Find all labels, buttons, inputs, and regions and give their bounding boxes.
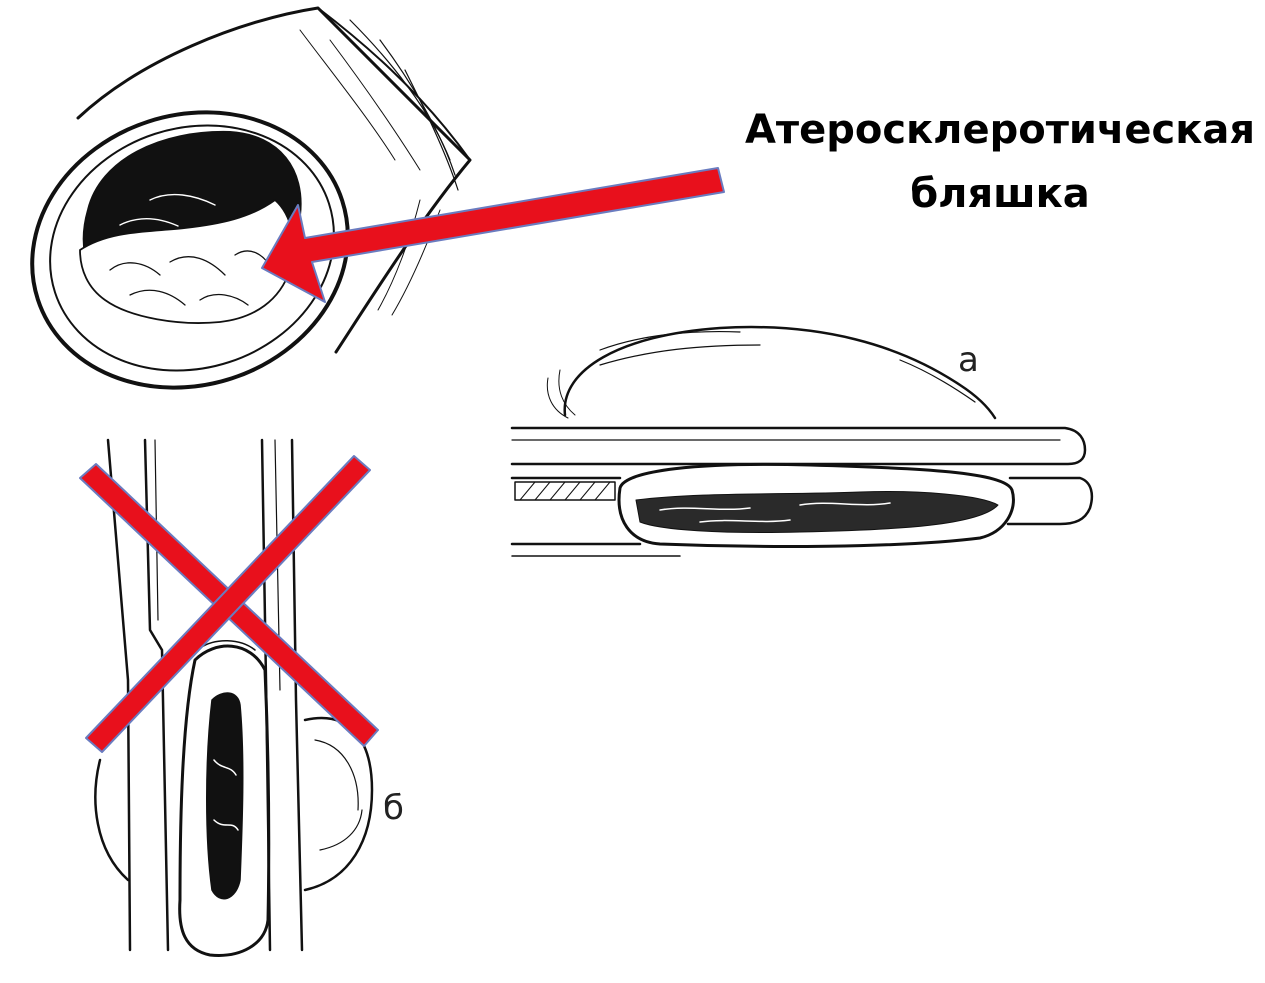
label-b: б bbox=[383, 788, 404, 828]
caption-line-1: Атеросклеротическая bbox=[735, 98, 1265, 162]
caption-line-2: бляшка bbox=[735, 162, 1265, 226]
label-a: а bbox=[958, 340, 979, 380]
variant-a-endarterectomy bbox=[512, 327, 1092, 556]
artery-cross-section bbox=[0, 8, 470, 428]
plaque-caption: Атеросклеротическая бляшка bbox=[735, 98, 1265, 226]
plaque-arrow bbox=[262, 168, 724, 302]
